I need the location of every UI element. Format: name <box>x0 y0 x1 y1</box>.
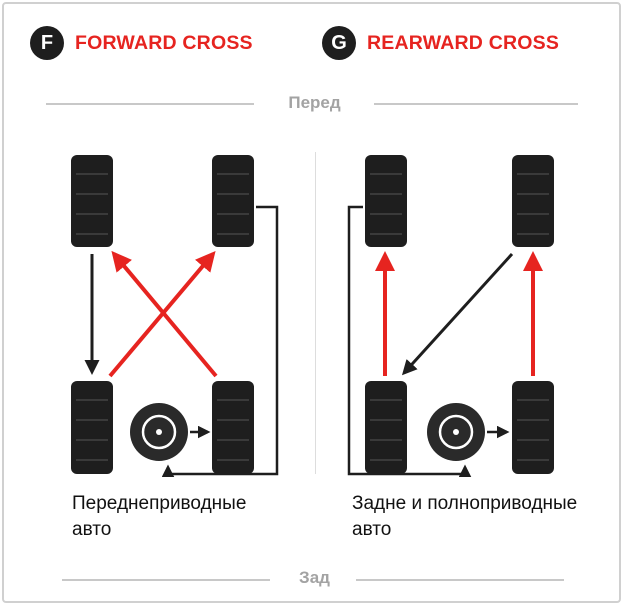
tire-icon <box>212 381 254 474</box>
rearward-cross-badge: G <box>322 26 356 60</box>
rearward-cross-title: REARWARD CROSS <box>367 31 560 54</box>
rear-label: Зад <box>299 568 330 587</box>
rearward-cross-caption: Задне и полноприводные авто <box>352 491 577 543</box>
tire-icon <box>71 155 113 247</box>
forward-cross-caption: Переднеприводные авто <box>72 491 246 543</box>
rearward-cross-diagram <box>347 155 554 477</box>
tire-icon <box>212 155 254 247</box>
rotation-diagram <box>71 155 554 477</box>
tire-icon <box>512 381 554 474</box>
tire-icon <box>365 155 407 247</box>
rear-rule-right <box>356 579 564 581</box>
forward-cross-caption-line1: Переднеприводные <box>72 493 247 514</box>
rearward-cross-caption-line2: авто <box>352 519 392 540</box>
front-rule-right <box>374 103 578 105</box>
rearward-cross-header: G REARWARD CROSS <box>322 26 559 60</box>
forward-cross-header: F FORWARD CROSS <box>30 26 253 60</box>
tire-icon <box>512 155 554 247</box>
spare-wheel-icon <box>427 403 485 461</box>
tire-icon <box>71 381 113 474</box>
tire-icon <box>365 381 407 474</box>
panel-divider <box>315 152 316 474</box>
front-label: Перед <box>288 93 341 112</box>
spare-wheel-icon <box>130 403 188 461</box>
forward-cross-title: FORWARD CROSS <box>75 31 253 54</box>
forward-cross-caption-line2: авто <box>72 519 112 540</box>
front-rule-left <box>46 103 254 105</box>
forward-cross-diagram <box>71 155 279 477</box>
rear-rule-left <box>62 579 270 581</box>
forward-cross-badge: F <box>30 26 64 60</box>
rearward-cross-caption-line1: Задне и полноприводные <box>352 493 578 514</box>
